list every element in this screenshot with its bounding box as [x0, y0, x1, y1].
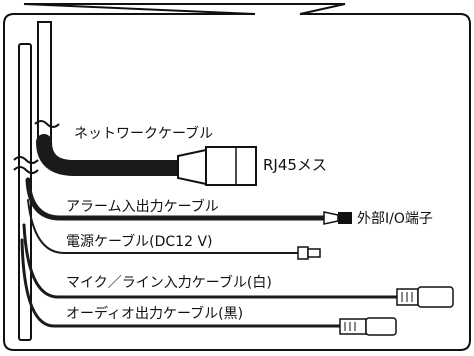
power-cable-label: 電源ケーブル(DC12 V) [66, 233, 212, 250]
rj45-connector [177, 146, 257, 186]
mic-line-cable-label: マイク／ライン入力ケーブル(白) [66, 274, 272, 291]
external-io-label: 外部I/O端子 [357, 211, 433, 227]
audio-out-cable-label: オーディオ出力ケーブル(黒) [66, 305, 243, 322]
network-cable-label: ネットワークケーブル [74, 125, 213, 142]
alarm-cable [25, 177, 352, 225]
power-cable [27, 199, 321, 260]
rj45-label: RJ45メス [263, 156, 327, 174]
audio-out-cable [20, 238, 397, 336]
mic-line-cable [22, 223, 454, 308]
network-cable [36, 134, 186, 176]
alarm-cable-label: アラーム入出力ケーブル [66, 198, 219, 215]
